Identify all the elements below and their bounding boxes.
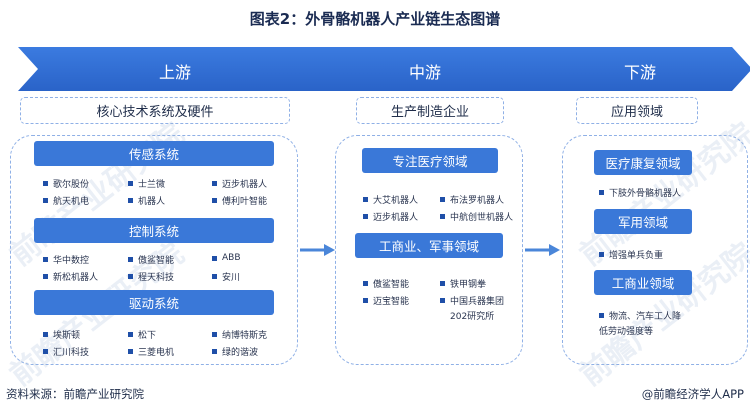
- industry-field-bar: 工商业领域: [594, 270, 692, 295]
- list-item: 松下: [128, 328, 156, 341]
- list-item-continuation: 低劳动强度等: [599, 327, 654, 337]
- downstream-header: 应用领域: [610, 105, 663, 120]
- medical-field-bar: 专注医疗领域: [362, 148, 498, 173]
- list-item: 傲鲨智能: [363, 277, 409, 290]
- military-field-bar: 军用领域: [594, 209, 692, 234]
- list-item: 傲鲨智能: [128, 253, 174, 266]
- list-item: 机器人: [128, 194, 165, 207]
- upstream-panel: [10, 135, 298, 365]
- source-note: 资料来源：前瞻产业研究院: [6, 387, 144, 401]
- list-item: 中国兵器集团: [440, 294, 504, 307]
- list-item: 程天科技: [128, 270, 174, 283]
- downstream-header-box: 应用领域: [576, 97, 698, 124]
- downstream-chevron: [532, 47, 750, 91]
- list-item: 航天机电: [43, 194, 89, 207]
- bullet-icon: [43, 349, 48, 354]
- list-item: 迈步机器人: [363, 210, 418, 223]
- list-item: 铁甲钢拳: [440, 277, 486, 290]
- flow-arrow-2: [525, 244, 560, 256]
- chart-title: 图表2：外骨骼机器人产业链生态图谱: [249, 10, 501, 28]
- bullet-icon: [599, 252, 604, 257]
- list-item: 绿的谐波: [212, 345, 258, 358]
- list-item-continuation: 202研究所: [450, 312, 495, 322]
- list-item: 增强单兵负重: [599, 248, 663, 261]
- midstream-header-box: 生产制造企业: [356, 97, 504, 124]
- bullet-icon: [599, 190, 604, 195]
- list-item: 物流、汽车工人降: [599, 309, 681, 322]
- bullet-icon: [212, 332, 217, 337]
- medical-field-label: 专注医疗领域: [392, 154, 468, 169]
- upstream-header-box: 核心技术系统及硬件: [20, 97, 290, 124]
- list-item: 纳博特斯克: [212, 328, 267, 341]
- list-item: 华中数控: [43, 253, 89, 266]
- bullet-icon: [363, 281, 368, 286]
- bullet-icon: [212, 274, 217, 279]
- bullet-icon: [212, 255, 217, 261]
- bullet-icon: [212, 181, 217, 186]
- sensing-system-label: 传感系统: [128, 147, 179, 162]
- rehab-field-label: 医疗康复领域: [605, 156, 681, 171]
- bullet-icon: [363, 197, 368, 202]
- midstream-chevron: [296, 47, 554, 91]
- bullet-icon: [128, 332, 133, 337]
- bullet-icon: [43, 257, 48, 262]
- list-item: 中航创世机器人: [440, 210, 513, 223]
- bullet-icon: [43, 181, 48, 186]
- bullet-icon: [128, 181, 133, 186]
- midstream-header: 生产制造企业: [390, 105, 469, 120]
- bullet-icon: [43, 274, 48, 279]
- bullet-icon: [128, 257, 133, 262]
- bullet-icon: [440, 281, 445, 286]
- upstream-chevron: [18, 47, 318, 91]
- list-item: 埃斯顿: [43, 328, 80, 341]
- list-item: 歌尔股份: [43, 177, 89, 190]
- list-item: 布法罗机器人: [440, 193, 504, 206]
- sensing-system-bar: 传感系统: [34, 141, 274, 166]
- military-field-label: 军用领域: [617, 215, 668, 230]
- bullet-icon: [128, 274, 133, 279]
- stage-downstream-label: 下游: [623, 63, 656, 82]
- rehab-field-bar: 医疗康复领域: [594, 150, 692, 175]
- bullet-icon: [128, 349, 133, 354]
- bullet-icon: [128, 198, 133, 203]
- list-item: 新松机器人: [43, 270, 98, 283]
- upstream-header: 核心技术系统及硬件: [96, 105, 214, 120]
- bullet-icon: [440, 197, 445, 202]
- bullet-icon: [43, 198, 48, 203]
- stage-upstream-label: 上游: [158, 63, 191, 82]
- industrial-military-label: 工商业、军事领域: [378, 239, 479, 254]
- drive-system-bar: 驱动系统: [34, 290, 274, 315]
- bullet-icon: [440, 298, 445, 303]
- bullet-icon: [363, 214, 368, 219]
- credit-note: @前瞻经济学人APP: [641, 387, 744, 401]
- control-system-label: 控制系统: [128, 224, 179, 239]
- list-item: 汇川科技: [43, 345, 89, 358]
- list-item: 三菱电机: [128, 345, 174, 358]
- bullet-icon: [440, 214, 445, 219]
- chevron-banner: [18, 47, 750, 91]
- bullet-icon: [212, 349, 217, 354]
- industry-field-label: 工商业领域: [611, 276, 675, 291]
- industrial-military-bar: 工商业、军事领域: [355, 233, 503, 258]
- list-item: 傅利叶智能: [212, 194, 267, 207]
- list-item: 迈步机器人: [212, 177, 267, 190]
- list-item: 迈宝智能: [363, 294, 409, 307]
- list-item: 下肢外骨骼机器人: [599, 186, 681, 199]
- flow-arrow-1: [300, 244, 335, 256]
- control-system-bar: 控制系统: [34, 218, 274, 243]
- bullet-icon: [599, 313, 604, 318]
- bullet-icon: [363, 298, 368, 303]
- bullet-icon: [43, 332, 48, 337]
- drive-system-label: 驱动系统: [128, 296, 179, 311]
- list-item: 大艾机器人: [363, 193, 418, 206]
- list-item: 士兰微: [128, 177, 165, 190]
- list-item: ABB: [212, 253, 241, 263]
- stage-midstream-label: 中游: [408, 63, 441, 82]
- bullet-icon: [212, 198, 217, 203]
- list-item: 安川: [212, 270, 240, 283]
